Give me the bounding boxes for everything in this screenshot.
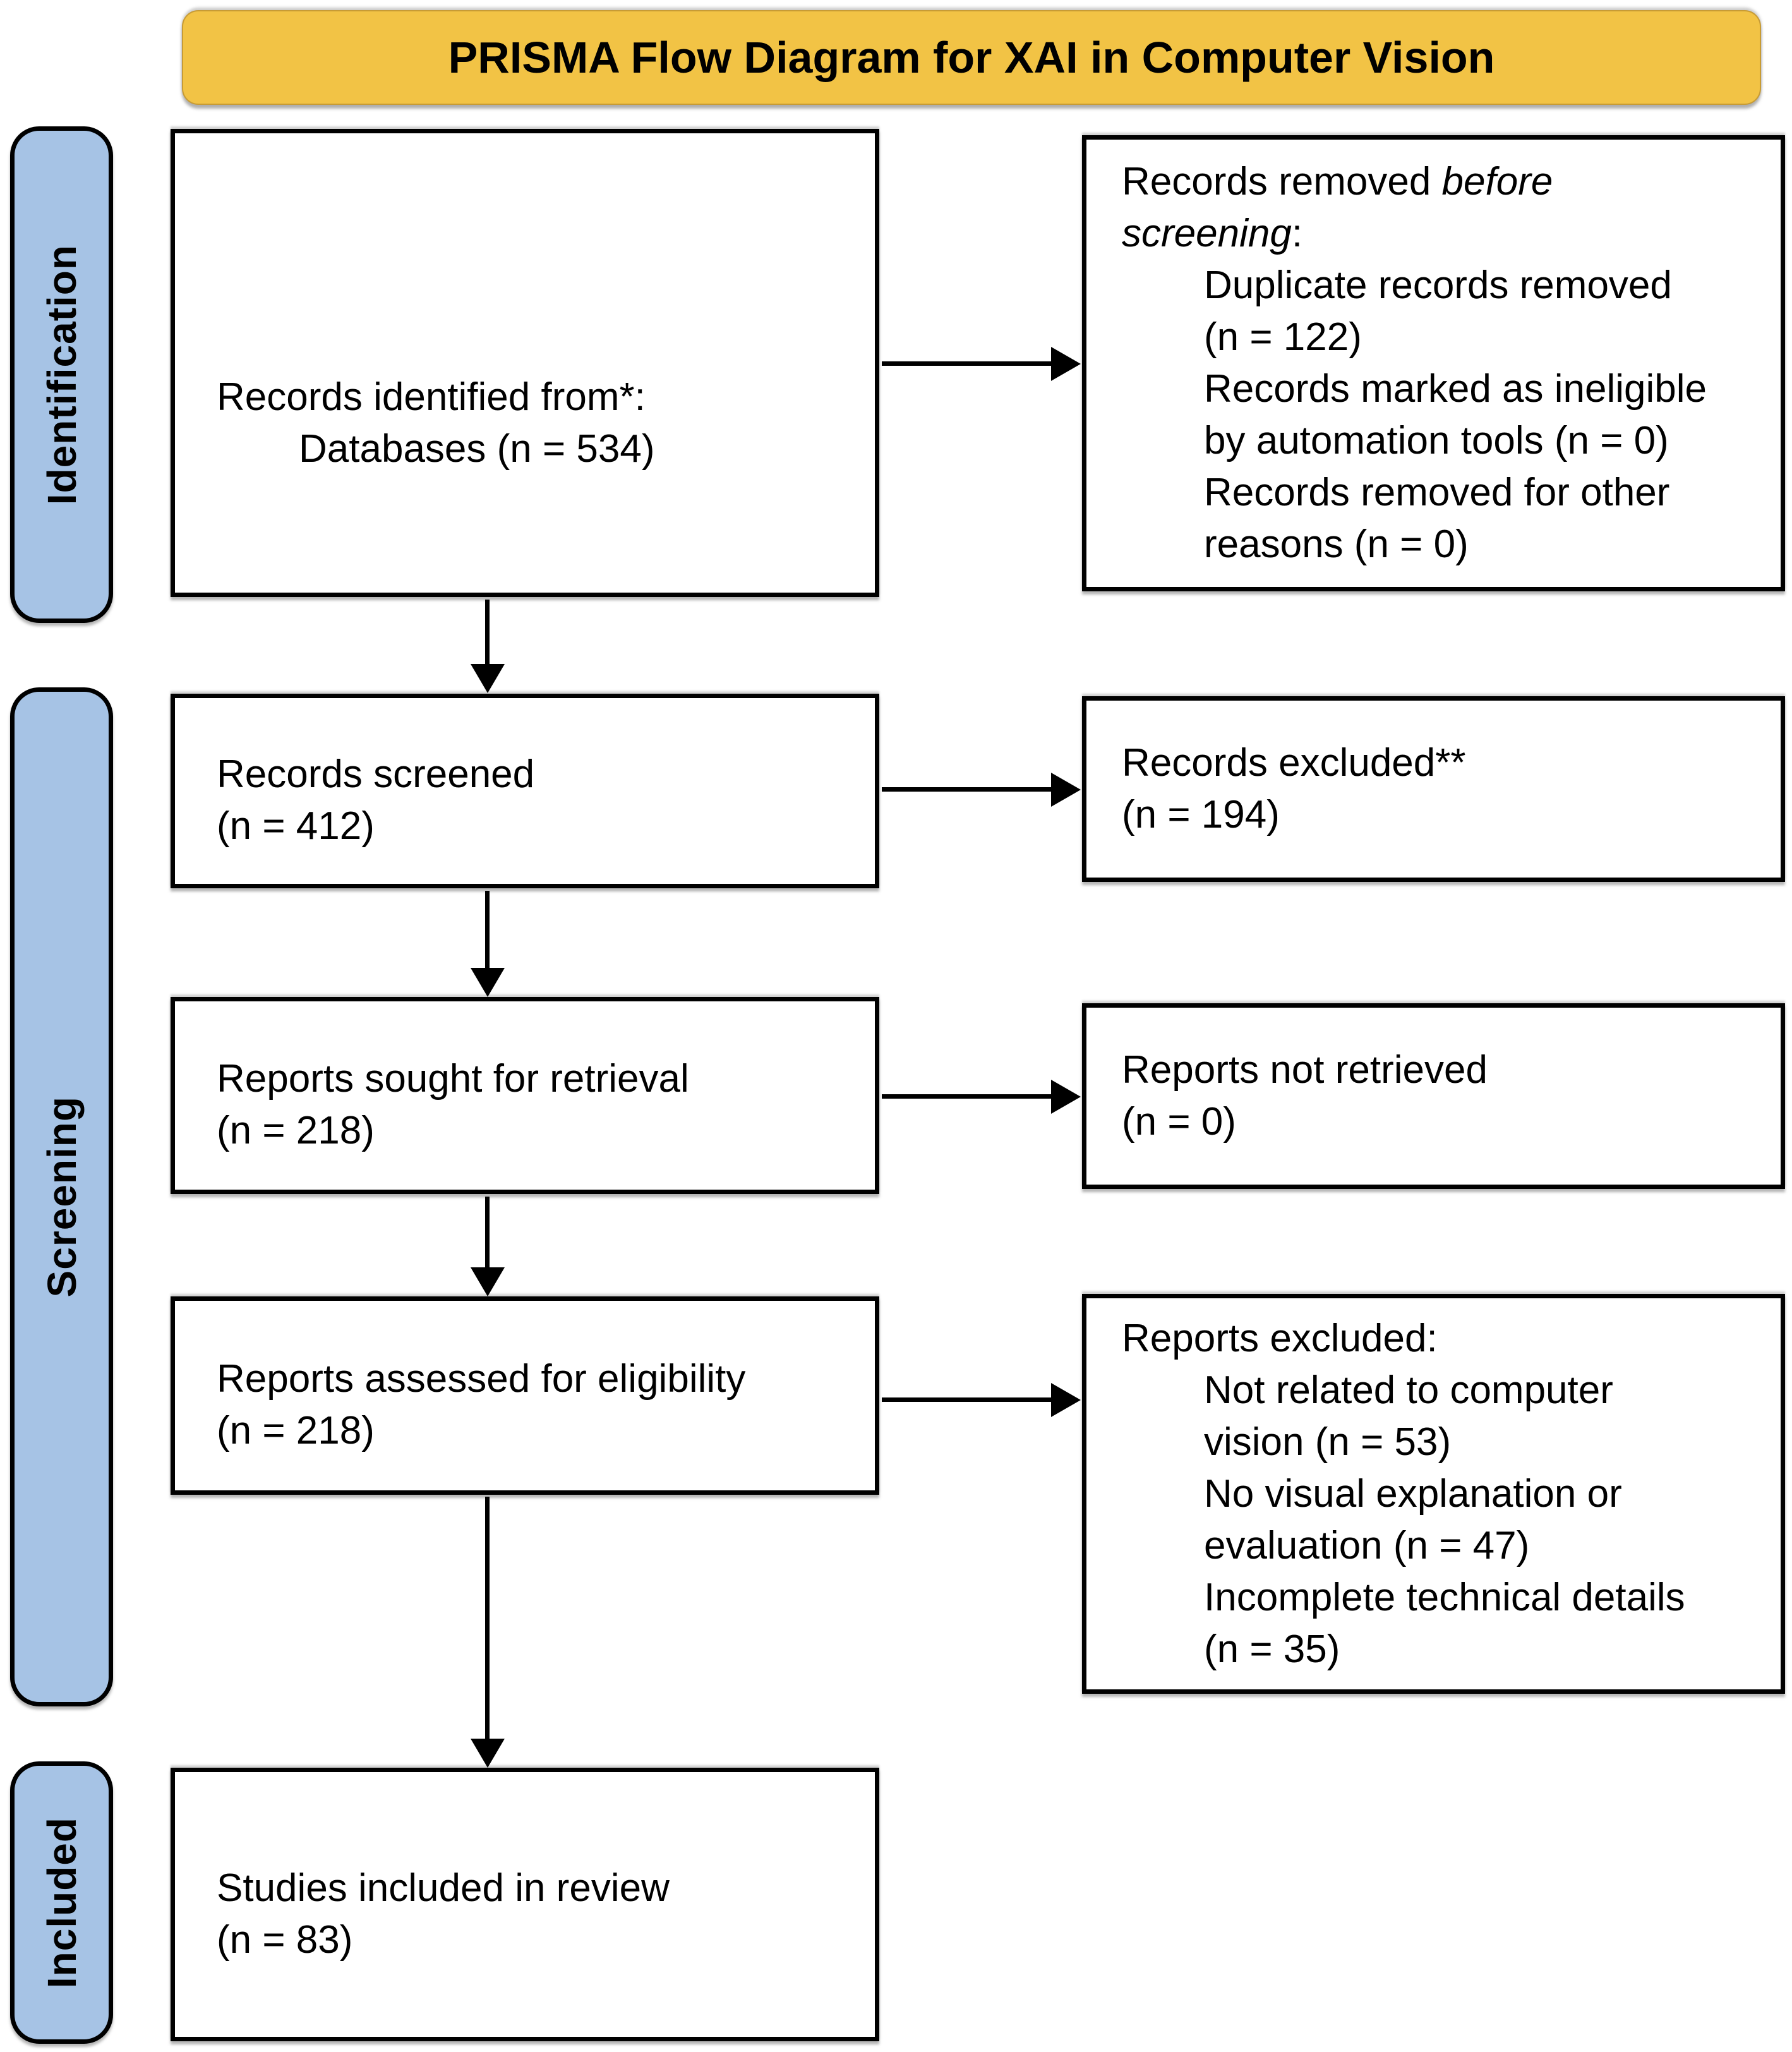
flow-box-reports-sought: Reports sought for retrieval (n = 218)	[171, 997, 879, 1194]
reports-not-retrieved-line1: Reports not retrieved	[1122, 1048, 1488, 1092]
records-excluded-line1: Records excluded**	[1122, 741, 1466, 785]
records-identified-line2: Databases (n = 534)	[299, 426, 655, 471]
stage-label-included-text: Included	[39, 1816, 85, 1989]
arrow-identified-to-screened	[485, 600, 490, 664]
records-identified-line1: Records identified from*:	[217, 375, 646, 419]
arrow-screened-to-excluded	[882, 787, 1051, 792]
flow-box-reports-assessed: Reports assessed for eligibility (n = 21…	[171, 1296, 879, 1495]
reports-not-retrieved-line2: (n = 0)	[1122, 1100, 1236, 1144]
flow-box-records-removed: Records removed before screening: Duplic…	[1082, 135, 1785, 591]
records-screened-line2: (n = 412)	[217, 804, 375, 848]
reports-assessed-line1: Reports assessed for eligibility	[217, 1357, 746, 1401]
records-removed-item-duplicates: Duplicate records removed (n = 122)	[1204, 263, 1672, 359]
arrow-identified-to-removed	[882, 361, 1051, 366]
flow-box-records-excluded: Records excluded** (n = 194)	[1082, 696, 1785, 882]
flow-box-records-identified: Records identified from*: Databases (n =…	[171, 129, 879, 597]
flow-box-reports-not-retrieved: Reports not retrieved (n = 0)	[1082, 1003, 1785, 1189]
records-removed-intro-prefix: Records removed	[1122, 160, 1442, 203]
arrow-assessed-to-included	[485, 1497, 490, 1739]
stage-label-screening-text: Screening	[39, 1096, 85, 1298]
stage-label-screening: Screening	[10, 687, 113, 1706]
studies-included-line1: Studies included in review	[217, 1866, 670, 1910]
reports-excluded-item-no-visual: No visual explanation or evaluation (n =…	[1204, 1471, 1622, 1567]
reports-excluded-item-not-related: Not related to computer vision (n = 53)	[1204, 1368, 1613, 1464]
stage-label-identification-text: Identification	[39, 244, 85, 505]
reports-sought-line1: Reports sought for retrieval	[217, 1057, 689, 1101]
flow-box-reports-excluded: Reports excluded: Not related to compute…	[1082, 1294, 1785, 1694]
arrow-assessed-to-reports-excluded	[882, 1397, 1051, 1402]
records-removed-item-other: Records removed for other reasons (n = 0…	[1204, 471, 1670, 566]
reports-sought-line2: (n = 218)	[217, 1109, 375, 1152]
flow-box-studies-included: Studies included in review (n = 83)	[171, 1768, 879, 2041]
records-removed-intro: Records removed before screening:	[1122, 156, 1758, 260]
reports-assessed-line2: (n = 218)	[217, 1409, 375, 1452]
reports-excluded-item-incomplete: Incomplete technical details (n = 35)	[1204, 1575, 1685, 1671]
arrow-sought-to-not-retrieved	[882, 1094, 1051, 1099]
records-excluded-line2: (n = 194)	[1122, 793, 1280, 836]
records-removed-intro-italic: before screening	[1122, 160, 1553, 255]
arrow-sought-to-assessed	[485, 1197, 490, 1267]
reports-excluded-intro: Reports excluded:	[1122, 1316, 1438, 1360]
records-screened-line1: Records screened	[217, 752, 535, 796]
flow-box-records-screened: Records screened (n = 412)	[171, 694, 879, 888]
diagram-title: PRISMA Flow Diagram for XAI in Computer …	[448, 33, 1495, 82]
stage-label-identification: Identification	[10, 126, 113, 623]
records-removed-intro-suffix: :	[1291, 212, 1303, 255]
studies-included-line2: (n = 83)	[217, 1917, 353, 1962]
arrow-screened-to-sought	[485, 891, 490, 968]
stage-label-included: Included	[10, 1761, 113, 2044]
diagram-title-banner: PRISMA Flow Diagram for XAI in Computer …	[182, 10, 1761, 105]
records-removed-item-automation: Records marked as ineligible by automati…	[1204, 367, 1707, 462]
